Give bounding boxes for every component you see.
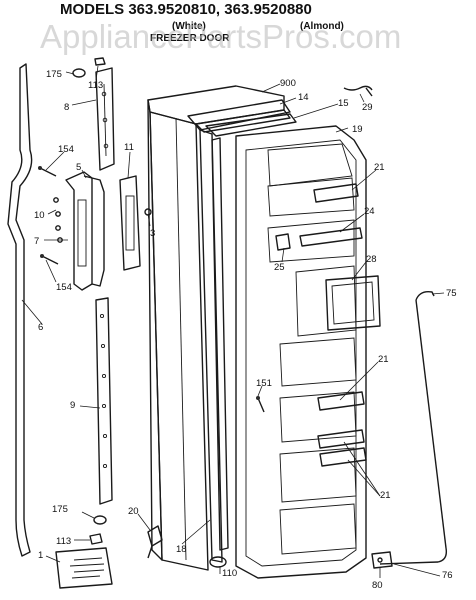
part-14-breaker-strip [187,99,291,563]
callout-113-bottom: 113 [56,536,71,547]
callout-76: 76 [442,570,453,581]
models-title: MODELS 363.9520810, 363.9520880 [60,1,312,18]
callout-9: 9 [70,400,75,411]
callout-28: 28 [366,254,377,265]
callout-18: 18 [176,544,187,555]
part-80-bottom-hinge [371,551,393,569]
callout-21-a: 21 [374,162,385,173]
part-10-screws [53,197,63,243]
part-113-clip-bottom [89,533,103,545]
part-8-upper-bracket [95,67,115,171]
subtitle-almond: (Almond) [300,21,344,32]
part-28-dairy-door [325,275,381,331]
part-29-spring [343,85,373,97]
part-154-screw-top [38,166,57,177]
leader-lines [21,65,445,578]
part-1-instruction-card [55,547,113,589]
callout-154-bottom: 154 [56,282,72,293]
part-21-shelf-bar-2 [317,391,365,411]
callout-151: 151 [256,378,272,389]
callout-29: 29 [362,102,373,113]
callout-1: 1 [38,550,43,561]
part-6-trim-strip [7,63,33,557]
callout-110: 110 [222,568,237,579]
part-24-shelf-bar [299,227,363,247]
part-5-handle-cap [83,175,105,287]
watermark: AppliancePartsPros.com [40,18,401,55]
part-21-shelf-bar-4 [319,447,367,467]
callout-14: 14 [298,92,309,103]
part-18-gasket-lower [211,137,229,551]
callout-113-top: 113 [88,80,103,91]
part-75-rod [379,290,448,565]
callout-3: 3 [150,228,155,239]
callout-900: 900 [280,78,296,89]
callout-5: 5 [76,162,81,173]
callout-175-bottom: 175 [52,504,68,515]
callout-11: 11 [124,142,134,153]
callout-154-top: 154 [58,144,74,155]
part-175-cap-top [72,68,86,78]
callout-75: 75 [446,288,457,299]
part-20-bolt [147,525,163,559]
part-11-hinge-bracket [119,175,152,271]
part-15-gasket [205,113,297,137]
part-154-screw-bottom [40,254,59,265]
callout-6: 6 [38,322,43,333]
part-25-clip [275,233,291,251]
callout-8: 8 [64,102,69,113]
callout-7: 7 [34,236,39,247]
part-9-lower-strip [95,297,113,505]
part-19-door-liner [235,125,367,579]
part-151-screw [256,396,265,413]
part-7-handle [65,171,93,291]
callout-19: 19 [352,124,363,135]
callout-10: 10 [34,210,45,221]
callout-24: 24 [364,206,375,217]
callout-20: 20 [128,506,139,517]
callout-15: 15 [338,98,349,109]
part-175-cap-bottom [93,515,107,525]
subtitle-freezer-door: FREEZER DOOR [150,33,230,44]
callout-80: 80 [372,580,383,591]
part-21-shelf-bar-1 [313,183,359,203]
callout-175-top: 175 [46,69,62,80]
part-113-clip-top [94,57,106,66]
part-21-shelf-bar-3 [317,429,365,449]
part-110-cap [209,556,227,568]
callout-21-b: 21 [378,354,389,365]
callout-21-c: 21 [380,490,391,501]
callout-25: 25 [274,262,285,273]
subtitle-white: (White) [172,21,206,32]
